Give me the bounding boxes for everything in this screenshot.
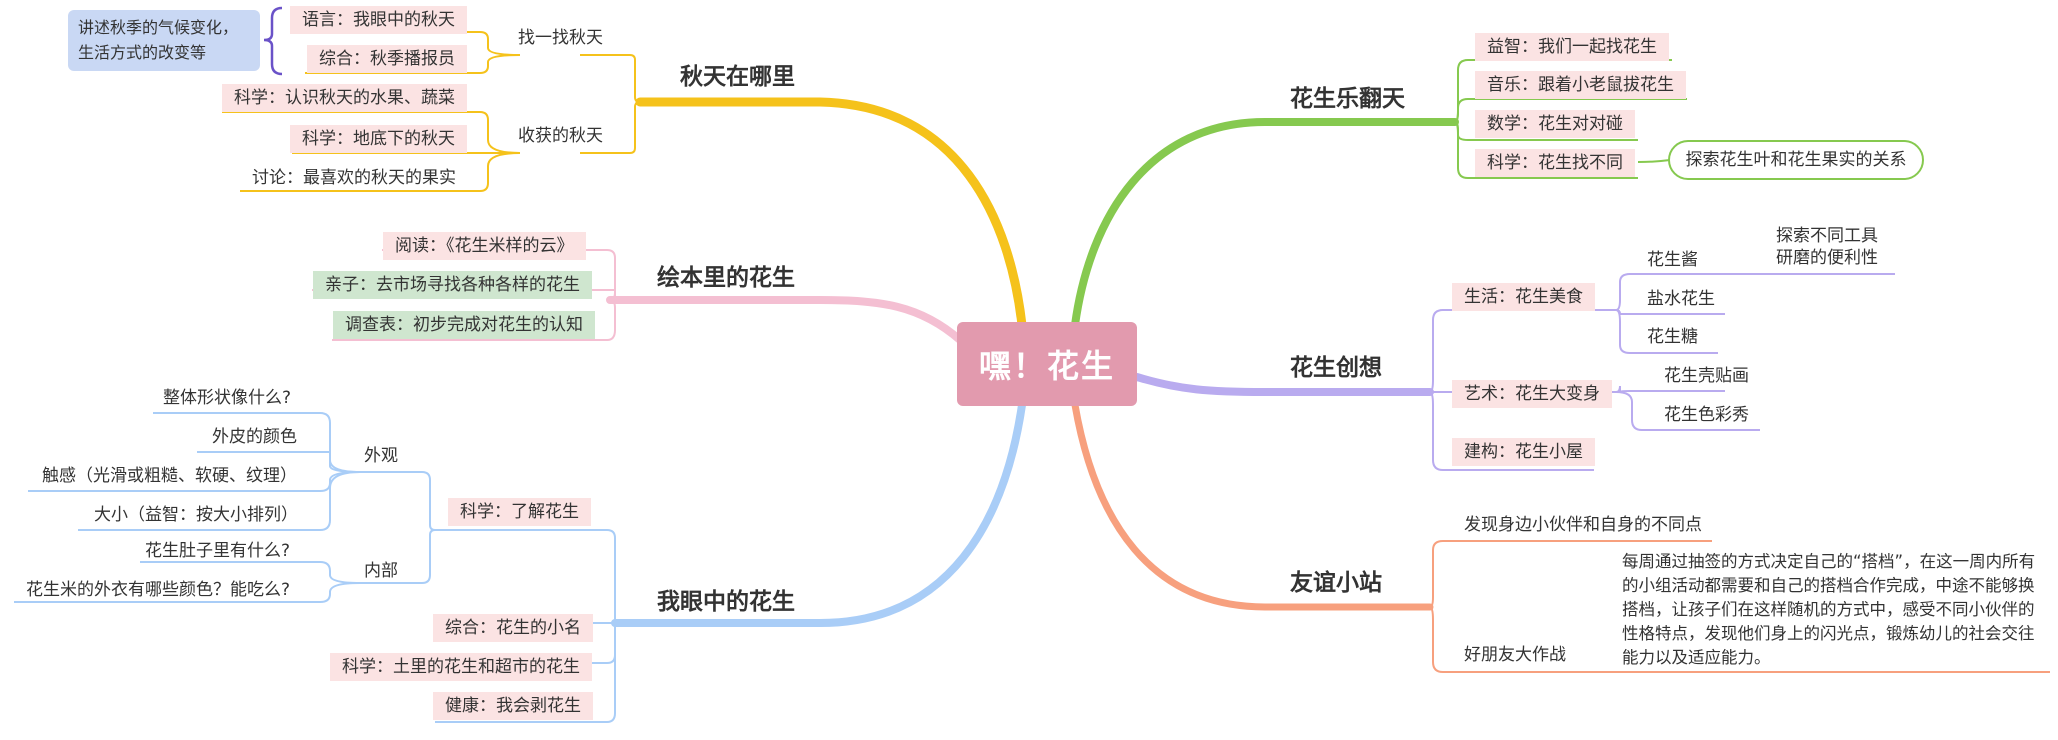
autumn-harvest-item[interactable]: 科学：地底下的秋天 bbox=[290, 125, 467, 153]
picturebook-item[interactable]: 亲子：去市场寻找各种各样的花生 bbox=[313, 271, 592, 299]
creative-jam-note: 探索不同工具研磨的便利性 bbox=[1776, 226, 1878, 268]
friendship-item[interactable]: 好朋友大作战 bbox=[1464, 645, 1566, 665]
creative-build[interactable]: 建构：花生小屋 bbox=[1452, 438, 1595, 466]
myeyes-appearance-item[interactable]: 触感（光滑或粗糙、软硬、纹理） bbox=[42, 466, 297, 486]
myeyes-other-item[interactable]: 综合：花生的小名 bbox=[433, 614, 593, 642]
autumn-harvest-item[interactable]: 讨论：最喜欢的秋天的果实 bbox=[252, 168, 456, 188]
branch-picturebook bbox=[606, 296, 964, 344]
myeyes-other-item[interactable]: 健康：我会剥花生 bbox=[433, 692, 593, 720]
myeyes-science[interactable]: 科学：了解花生 bbox=[448, 498, 591, 526]
friendship-paragraph: 每周通过抽签的方式决定自己的“搭档”，在这一周内所有的小组活动都需要和自己的搭档… bbox=[1622, 552, 2036, 667]
creative-art-item[interactable]: 花生壳贴画 bbox=[1664, 366, 1749, 386]
fun-item[interactable]: 数学：花生对对碰 bbox=[1475, 110, 1635, 138]
creative-life-label[interactable]: 生活：花生美食 bbox=[1452, 283, 1595, 311]
picturebook-item[interactable]: 阅读：《花生米样的云》 bbox=[383, 232, 586, 260]
fun-item[interactable]: 益智：我们一起找花生 bbox=[1475, 33, 1669, 61]
topic-picturebook[interactable]: 绘本里的花生 bbox=[657, 265, 795, 291]
branch-fun bbox=[1071, 118, 1459, 329]
topic-creative[interactable]: 花生创想 bbox=[1290, 355, 1382, 381]
topic-autumn[interactable]: 秋天在哪里 bbox=[680, 64, 795, 90]
fun-item[interactable]: 科学：花生找不同 bbox=[1475, 149, 1635, 177]
myeyes-appearance-item[interactable]: 整体形状像什么? bbox=[163, 388, 292, 408]
brace bbox=[263, 6, 283, 76]
autumn-harvest-item[interactable]: 科学：认识秋天的水果、蔬菜 bbox=[222, 84, 467, 112]
myeyes-other-item[interactable]: 科学：土里的花生和超市的花生 bbox=[330, 653, 592, 681]
myeyes-appearance-item[interactable]: 大小（益智：按大小排列） bbox=[94, 505, 298, 525]
branch-myeyes bbox=[611, 401, 1026, 627]
autumn-find-item[interactable]: 综合：秋季播报员 bbox=[307, 45, 467, 73]
topic-fun[interactable]: 花生乐翻天 bbox=[1290, 86, 1405, 112]
topic-friendship[interactable]: 友谊小站 bbox=[1290, 570, 1382, 596]
picturebook-item[interactable]: 调查表：初步完成对花生的认知 bbox=[333, 311, 595, 339]
branch-autumn bbox=[635, 97, 1027, 330]
myeyes-appearance-item[interactable]: 外皮的颜色 bbox=[212, 427, 297, 447]
autumn-note: 讲述秋季的气候变化，生活方式的改变等 bbox=[68, 10, 260, 71]
branch-friendship bbox=[1071, 401, 1434, 611]
creative-art-item[interactable]: 花生色彩秀 bbox=[1664, 405, 1749, 425]
autumn-find-label[interactable]: 找一找秋天 bbox=[518, 28, 603, 48]
creative-life-item[interactable]: 盐水花生 bbox=[1647, 289, 1715, 309]
autumn-find-item[interactable]: 语言：我眼中的秋天 bbox=[290, 6, 467, 34]
myeyes-appearance-label[interactable]: 外观 bbox=[364, 446, 398, 466]
autumn-harvest-label[interactable]: 收获的秋天 bbox=[518, 126, 603, 146]
myeyes-inside-item[interactable]: 花生肚子里有什么? bbox=[145, 541, 291, 561]
topic-myeyes[interactable]: 我眼中的花生 bbox=[657, 589, 795, 615]
creative-life-item[interactable]: 花生糖 bbox=[1647, 327, 1698, 347]
branch-creative bbox=[1133, 373, 1434, 396]
friendship-item[interactable]: 发现身边小伙伴和自身的不同点 bbox=[1464, 515, 1702, 535]
creative-art-label[interactable]: 艺术：花生大变身 bbox=[1452, 380, 1612, 408]
myeyes-inside-label[interactable]: 内部 bbox=[364, 561, 398, 581]
fun-item[interactable]: 音乐：跟着小老鼠拔花生 bbox=[1475, 71, 1686, 99]
myeyes-inside-item[interactable]: 花生米的外衣有哪些颜色？能吃么? bbox=[26, 580, 291, 600]
fun-callout[interactable]: 探索花生叶和花生果实的关系 bbox=[1668, 140, 1924, 180]
creative-life-item[interactable]: 花生酱 bbox=[1647, 250, 1698, 270]
central-topic[interactable]: 嘿！花生 bbox=[957, 322, 1137, 406]
